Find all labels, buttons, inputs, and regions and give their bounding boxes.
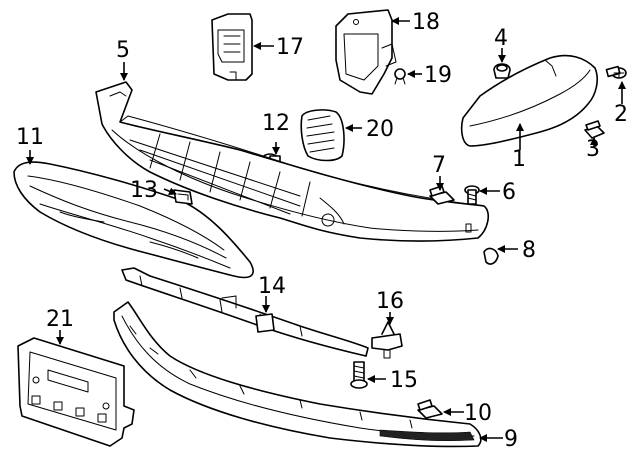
part-8-cover-cap[interactable]: [483, 247, 499, 265]
part-1-bumper-end-cap[interactable]: [460, 54, 598, 147]
part-5-bumper-fascia-upper[interactable]: [95, 81, 490, 242]
part-20-grille-insert[interactable]: [300, 109, 345, 162]
callout-11: 11: [16, 125, 44, 150]
callout-1: 1: [512, 147, 526, 172]
part-4-push-pin[interactable]: [493, 63, 511, 79]
part-10-clip-nut[interactable]: [417, 399, 443, 419]
callout-5: 5: [116, 38, 130, 63]
part-9-skid-plate[interactable]: [113, 301, 482, 448]
part-15-bolt[interactable]: [350, 361, 368, 389]
callout-12: 12: [262, 111, 290, 136]
callout-7: 7: [432, 153, 446, 178]
part-14-reinforcement[interactable]: [121, 267, 369, 357]
callout-4: 4: [494, 26, 508, 51]
callout-10: 10: [464, 401, 492, 426]
callout-19: 19: [424, 63, 452, 88]
part-6-bolt[interactable]: [464, 185, 480, 205]
part-21-license-plate-bracket[interactable]: [17, 337, 135, 447]
part-3-clip-nut[interactable]: [584, 120, 605, 139]
part-17-bracket[interactable]: [211, 13, 253, 81]
callout-6: 6: [502, 180, 516, 205]
part-11-bumper-fascia-lower[interactable]: [13, 161, 254, 279]
part-13-retainer-clip[interactable]: [173, 189, 193, 205]
callout-17: 17: [276, 35, 304, 60]
callout-3: 3: [586, 137, 600, 162]
part-19-clip[interactable]: [394, 68, 406, 85]
callout-8: 8: [522, 238, 536, 263]
part-18-bracket[interactable]: [335, 9, 397, 95]
part-2-screw[interactable]: [605, 65, 627, 79]
callout-14: 14: [258, 274, 286, 299]
callout-15: 15: [390, 368, 418, 393]
callout-9: 9: [504, 427, 518, 452]
callout-20: 20: [366, 117, 394, 142]
callout-21: 21: [46, 307, 74, 332]
callout-13: 13: [130, 178, 158, 203]
callout-2: 2: [614, 102, 628, 127]
part-16-retainer-clip[interactable]: [371, 321, 403, 359]
callout-numbers: 1 2 3 4 5 6 7 8 9 10 11 12 13 14 15 16 1…: [16, 10, 628, 452]
callout-16: 16: [376, 289, 404, 314]
leader-lines: [26, 17, 626, 442]
callout-18: 18: [412, 10, 440, 35]
